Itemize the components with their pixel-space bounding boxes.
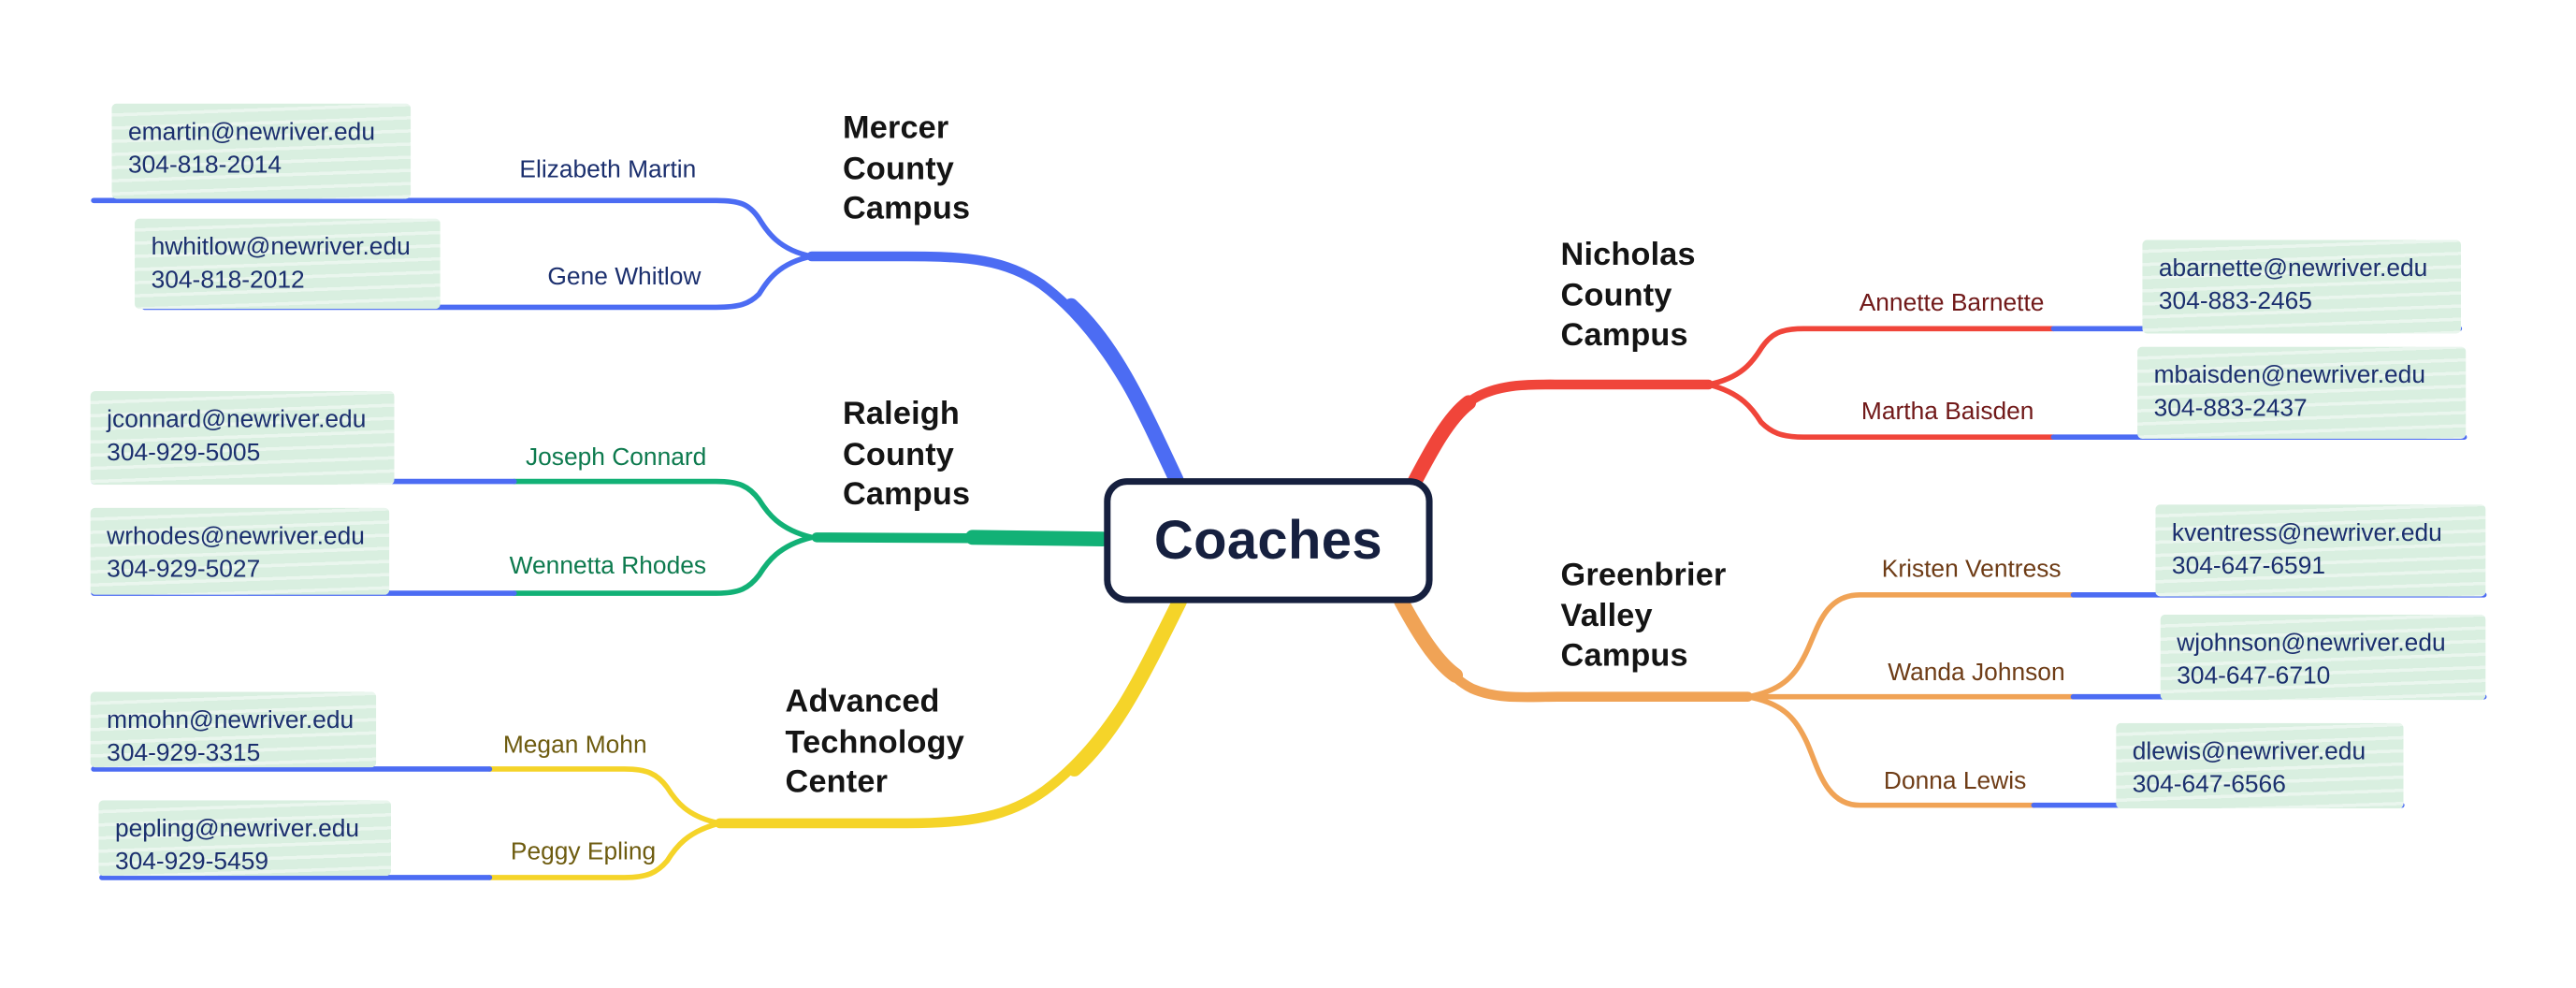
contact-phone: 304-929-5459 — [114, 847, 269, 876]
contact-email: mbaisden@newriver.edu — [2153, 361, 2425, 390]
coach-node-joseph-connard[interactable]: Joseph Connard — [525, 443, 707, 472]
campus-label-line: Campus — [843, 476, 971, 513]
contact-node-joseph-connard[interactable]: jconnard@newriver.edu 304-929-5005 — [90, 391, 395, 486]
contact-phone: 304-929-5027 — [107, 554, 261, 583]
contact-node-kristen-ventress[interactable]: kventress@newriver.edu 304-647-6591 — [2155, 504, 2486, 597]
contact-email: emartin@newriver.edu — [127, 118, 375, 147]
contact-phone: 304-647-6591 — [2171, 551, 2326, 580]
campus-node-greenbrier[interactable]: Greenbrier Valley Campus — [1561, 556, 1727, 676]
contact-email: mmohn@newriver.edu — [107, 706, 355, 735]
root-node-coaches[interactable]: Coaches — [1104, 478, 1433, 603]
contact-node-annette-barnette[interactable]: abarnette@newriver.edu 304-883-2465 — [2142, 240, 2462, 334]
coach-node-donna-lewis[interactable]: Donna Lewis — [1883, 767, 2027, 796]
contact-email: wrhodes@newriver.edu — [107, 522, 365, 551]
contact-email: abarnette@newriver.edu — [2158, 254, 2428, 283]
contact-node-megan-mohn[interactable]: mmohn@newriver.edu 304-929-3315 — [90, 691, 377, 768]
branch-line-atc-taper — [1066, 593, 1187, 777]
coach-line-joseph-connard — [511, 478, 815, 541]
contact-phone: 304-929-3315 — [107, 738, 261, 767]
contact-email: jconnard@newriver.edu — [107, 405, 367, 434]
campus-label-line: Center — [785, 763, 889, 801]
campus-label-line: County — [1560, 276, 1672, 313]
contact-email: hwhitlow@newriver.edu — [151, 233, 411, 262]
coach-line-peggy-epling — [486, 821, 723, 880]
coach-node-gene-whitlow[interactable]: Gene Whitlow — [547, 263, 702, 291]
campus-label-line: Greenbrier — [1560, 557, 1727, 594]
campus-label-line: Mercer — [843, 109, 949, 147]
contact-phone: 304-929-5005 — [107, 438, 261, 466]
branch-line-nicholas — [1402, 379, 1714, 500]
contact-email: kventress@newriver.edu — [2171, 519, 2442, 547]
coach-node-wanda-johnson[interactable]: Wanda Johnson — [1888, 659, 2065, 688]
campus-label-line: County — [843, 436, 955, 472]
root-node-label: Coaches — [1153, 509, 1382, 571]
campus-node-raleigh[interactable]: Raleigh County Campus — [843, 395, 970, 516]
contact-phone: 304-883-2437 — [2153, 393, 2308, 422]
contact-phone: 304-818-2012 — [151, 265, 305, 294]
coach-line-martha-baisden — [1705, 382, 2057, 441]
coach-line-megan-mohn — [486, 766, 723, 826]
contact-node-gene-whitlow[interactable]: hwhitlow@newriver.edu 304-818-2012 — [135, 218, 441, 310]
campus-label-line: Campus — [843, 190, 971, 227]
contact-phone: 304-647-6710 — [2177, 661, 2331, 690]
contact-phone: 304-883-2465 — [2158, 286, 2312, 315]
branch-line-raleigh-taper — [964, 530, 1110, 546]
coach-line-annette-barnette — [1705, 326, 2057, 387]
coach-node-martha-baisden[interactable]: Martha Baisden — [1860, 398, 2034, 426]
contact-node-wennetta-rhodes[interactable]: wrhodes@newriver.edu 304-929-5027 — [90, 507, 390, 595]
branch-line-mercer-taper — [1064, 298, 1184, 487]
campus-node-atc[interactable]: Advanced Technology Center — [786, 682, 964, 803]
coach-node-elizabeth-martin[interactable]: Elizabeth Martin — [519, 155, 697, 184]
contact-node-wanda-johnson[interactable]: wjohnson@newriver.edu 304-647-6710 — [2160, 614, 2486, 701]
contact-node-martha-baisden[interactable]: mbaisden@newriver.edu 304-883-2437 — [2137, 346, 2467, 439]
campus-label-line: Raleigh — [843, 396, 960, 432]
contact-phone: 304-647-6566 — [2132, 769, 2286, 798]
coach-node-kristen-ventress[interactable]: Kristen Ventress — [1881, 555, 2062, 584]
coach-node-peggy-epling[interactable]: Peggy Epling — [510, 837, 657, 866]
campus-node-nicholas[interactable]: Nicholas County Campus — [1561, 235, 1696, 356]
contact-node-donna-lewis[interactable]: dlewis@newriver.edu 304-647-6566 — [2116, 722, 2404, 809]
contact-node-peggy-epling[interactable]: pepling@newriver.edu 304-929-5459 — [98, 800, 392, 877]
coach-node-wennetta-rhodes[interactable]: Wennetta Rhodes — [509, 552, 707, 581]
coach-line-wennetta-rhodes — [511, 534, 815, 596]
branch-line-greenbrier-taper — [1394, 593, 1464, 683]
campus-label-line: Campus — [1560, 637, 1688, 675]
coach-node-megan-mohn[interactable]: Megan Mohn — [502, 731, 647, 760]
campus-label-line: Valley — [1560, 597, 1653, 634]
coach-line-kristen-ventress — [1744, 591, 2077, 700]
coach-node-annette-barnette[interactable]: Annette Barnette — [1859, 289, 2045, 317]
coach-line-gene-whitlow — [141, 254, 815, 311]
coach-line-elizabeth-martin — [91, 197, 815, 259]
contact-email: pepling@newriver.edu — [114, 815, 360, 844]
contact-email: dlewis@newriver.edu — [2132, 737, 2366, 766]
campus-label-line: Advanced — [785, 683, 940, 720]
contact-email: wjohnson@newriver.edu — [2177, 629, 2446, 658]
campus-label-line: Campus — [1560, 316, 1688, 354]
contact-node-elizabeth-martin[interactable]: emartin@newriver.edu 304-818-2014 — [111, 103, 412, 199]
campus-label-line: Nicholas — [1560, 236, 1696, 273]
contact-phone: 304-818-2014 — [127, 150, 282, 179]
coach-line-donna-lewis — [1744, 693, 2037, 808]
campus-label-line: County — [843, 150, 955, 187]
campus-label-line: Technology — [785, 723, 964, 761]
campus-node-mercer[interactable]: Mercer County Campus — [843, 109, 970, 229]
